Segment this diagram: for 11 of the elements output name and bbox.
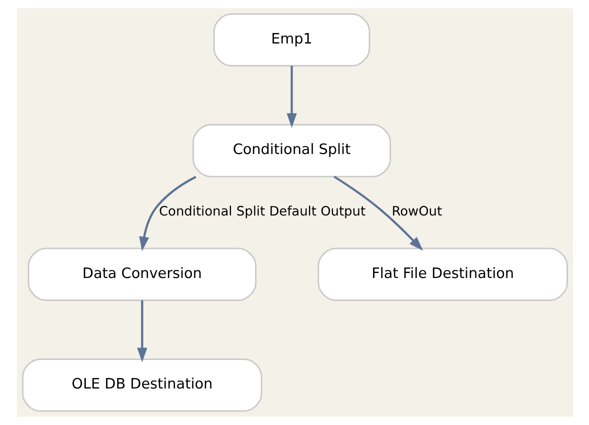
- node-box: OLE DB Destination: [22, 358, 262, 412]
- arrow: [333, 176, 423, 251]
- node-box: Data Conversion: [27, 248, 256, 301]
- arrow: [136, 300, 147, 362]
- node-box: Emp1: [212, 13, 370, 66]
- arrow: [138, 176, 196, 252]
- edge-label: Conditional Split Default Output: [158, 204, 366, 220]
- arrow: [286, 66, 296, 128]
- edge-label: RowOut: [391, 204, 442, 220]
- node-box: Flat File Destination: [317, 248, 568, 301]
- node-box: Conditional Split: [192, 124, 391, 178]
